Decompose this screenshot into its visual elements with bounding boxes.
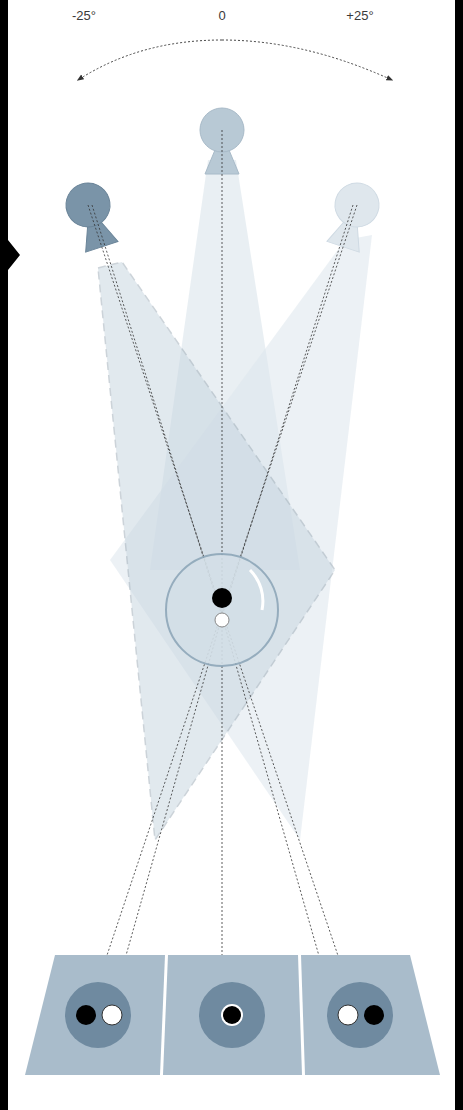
light-source: [322, 177, 385, 254]
eye-highlight: [250, 570, 263, 610]
rotation-arc: [222, 40, 392, 80]
light-source: [200, 108, 244, 174]
light-source: [60, 177, 123, 253]
view-panels: [25, 955, 440, 1075]
light-ray: [88, 205, 357, 1012]
angle-label: 0: [218, 8, 225, 24]
angle-label: +25°: [346, 8, 373, 24]
reflection-dot: [338, 1005, 358, 1025]
eye-globe: [166, 554, 278, 666]
iris: [65, 982, 131, 1048]
rays: [88, 130, 357, 1015]
light-beams: [98, 160, 372, 840]
light-ray: [110, 205, 353, 1012]
iris: [327, 982, 393, 1048]
view-panel: [301, 955, 440, 1075]
pupil-dot: [364, 1005, 384, 1025]
light-beam: [98, 262, 335, 840]
view-panel: [163, 955, 302, 1075]
rotation-arc: [78, 40, 222, 80]
pupil-dot: [223, 1006, 241, 1024]
edge-strip: [0, 0, 8, 1110]
reflection-dot: [221, 1004, 243, 1026]
pupil-dot: [76, 1005, 96, 1025]
edge-strip: [455, 0, 463, 1110]
light-ray: [88, 205, 357, 1012]
eyeball: [166, 554, 278, 666]
angle-label: -25°: [72, 8, 96, 24]
reflection-dot: [215, 613, 229, 627]
pointer-arrow: [0, 240, 20, 270]
light-ray: [92, 205, 335, 1012]
pupil-dot: [212, 588, 232, 608]
reflection-dot: [102, 1005, 122, 1025]
view-panel: [25, 955, 165, 1075]
iris: [199, 982, 265, 1048]
